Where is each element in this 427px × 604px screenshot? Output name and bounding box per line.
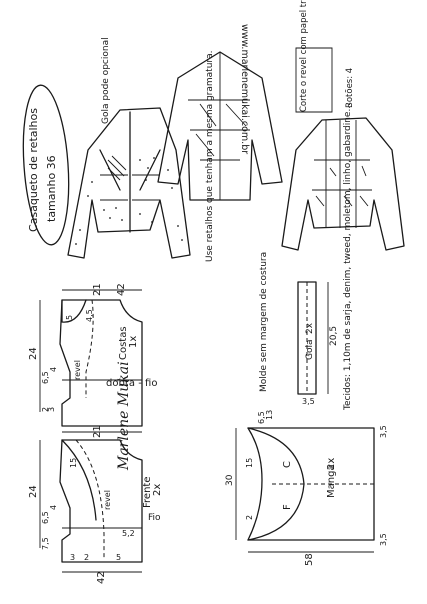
- title-line2: tamanho 36: [45, 155, 58, 222]
- sleeve-cuff-bottom: 3,5: [379, 533, 388, 546]
- front-length: 42: [96, 571, 107, 584]
- collar-piece: Gola 2x 20,5 3,5: [297, 281, 339, 406]
- front-2: 2: [84, 553, 89, 562]
- sleeve-label: Manga: [326, 464, 337, 498]
- back-revel: revel: [73, 360, 82, 380]
- seam-note: Molde sem margem de costura: [259, 252, 269, 392]
- front-15: 15: [69, 458, 78, 468]
- jacket-illustration-back: [157, 51, 283, 201]
- back-length: 42: [116, 283, 127, 296]
- front-grain: Fio: [148, 513, 161, 523]
- jacket-illustration-right: [281, 117, 405, 251]
- back-width: 21: [92, 283, 103, 296]
- back-qty: 1x: [128, 336, 139, 348]
- back-label: Costas: [118, 326, 129, 360]
- front-revel: revel: [103, 490, 112, 510]
- sleeve-capw2: 13: [265, 410, 274, 420]
- front-5: 5: [116, 553, 121, 562]
- patches-note: Use retalhos que tenham a mesma gramatur…: [205, 51, 215, 262]
- collar-len: 20,5: [329, 326, 339, 346]
- front-65: 6,5: [41, 511, 50, 524]
- sleeve-total: 58: [304, 553, 315, 566]
- signature: Marlene Mukai: [116, 361, 132, 471]
- sleeve-cuff-top: 3,5: [379, 425, 388, 438]
- front-piece: Frente 2x Fio revel 21 42 24 6,5 7,5 15 …: [28, 425, 163, 584]
- front-4: 4: [49, 505, 58, 510]
- front-btn: 5,2: [122, 529, 135, 538]
- sleeve-front-letter: C: [282, 461, 293, 468]
- back-65: 6,5: [41, 371, 50, 384]
- back-piece: Costas 1x dobra - fio revel 21 42 24 6,5…: [28, 283, 157, 427]
- back-fold: dobra - fio: [106, 378, 157, 389]
- svg-text:Tecidos: 1,10m de sarja, denim: Tecidos: 1,10m de sarja, denim, tweed, m…: [343, 103, 353, 411]
- back-3: 3: [47, 407, 56, 412]
- sleeve-capw: 6,5: [257, 411, 266, 424]
- sleeve-15: 15: [245, 458, 254, 468]
- front-3: 3: [70, 553, 75, 562]
- sleeve-piece: F C Manga 2x 30 58 6,5 13 3,5 3,5 15 2: [225, 410, 388, 566]
- svg-text:Corte o revel com papel transp: Corte o revel com papel transparente: [299, 0, 309, 112]
- sleeve-qty: 2x: [326, 458, 337, 470]
- facing-note: Corte o revel com papel transparente Bot…: [295, 0, 355, 113]
- title-bubble: Casaqueto de retalhos tamanho 36: [22, 84, 70, 246]
- buttons-note: Botões: 4: [345, 68, 355, 108]
- jacket-illustration-left: [67, 107, 191, 259]
- sleeve-back-letter: F: [282, 504, 293, 510]
- back-24: 24: [28, 347, 39, 360]
- back-neck: 5: [65, 315, 74, 320]
- back-45: 4,5: [85, 309, 94, 322]
- collar-qty: 2x: [305, 322, 315, 334]
- front-width: 21: [92, 425, 103, 438]
- svg-text:Use retalhos que tenham a mesm: Use retalhos que tenham a mesma gramatur…: [205, 51, 215, 262]
- front-qty: 2x: [152, 484, 163, 496]
- website: www.marlenemukai.com.br: [239, 24, 250, 154]
- front-75: 7,5: [41, 537, 50, 550]
- front-24: 24: [28, 485, 39, 498]
- collar-w: 3,5: [302, 397, 315, 406]
- back-2: 2: [41, 407, 50, 412]
- back-4: 4: [49, 367, 58, 372]
- collar-label: Gola: [305, 340, 315, 361]
- title-line1: Casaqueto de retalhos: [27, 108, 40, 232]
- fabric-note: Tecidos: 1,10m de sarja, denim, tweed, m…: [343, 103, 353, 411]
- collar-note: Gola pode opcional: [101, 37, 111, 124]
- front-label: Frente: [142, 477, 153, 508]
- sleeve-cap: 30: [225, 474, 235, 486]
- sleeve-2: 2: [245, 515, 254, 520]
